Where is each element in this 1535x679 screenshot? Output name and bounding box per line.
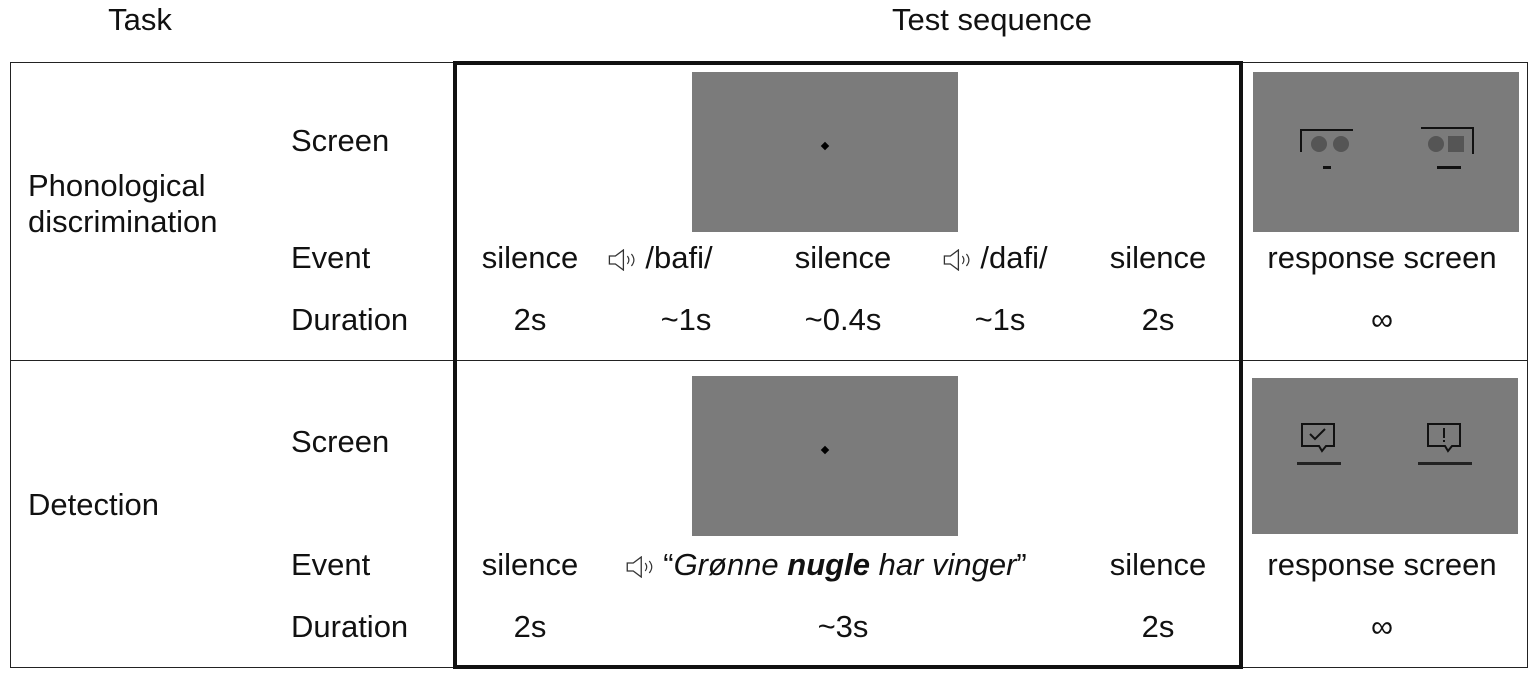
fixation-dot — [820, 445, 830, 455]
fixation-screen — [692, 72, 958, 232]
label-screen: Screen — [291, 123, 390, 158]
duration: 2s — [1141, 609, 1175, 644]
speaker-icon — [626, 555, 653, 578]
duration: ~1s — [660, 302, 712, 337]
task-detection: Detection — [28, 487, 159, 522]
label-duration: Duration — [291, 609, 409, 644]
header-task: Task — [108, 2, 172, 37]
label-screen: Screen — [291, 424, 390, 459]
duration: ~1s — [974, 302, 1026, 337]
event: silence — [481, 547, 579, 582]
event-sentence: “Grønne nugle har vinger” — [625, 549, 1027, 580]
speaker-icon — [608, 248, 635, 271]
duration: ~3s — [817, 609, 869, 644]
response-screen — [1252, 378, 1518, 534]
fixation-screen — [692, 376, 958, 536]
duration: 2s — [513, 609, 547, 644]
label-duration: Duration — [291, 302, 409, 337]
response-duration: ∞ — [1370, 302, 1394, 337]
duration: ~0.4s — [804, 302, 882, 337]
event: silence — [1109, 547, 1207, 582]
task-phonological: Phonological discrimination — [28, 168, 218, 239]
event-sound: /bafi/ — [607, 242, 713, 273]
event-sound: /dafi/ — [942, 242, 1048, 273]
row-divider — [10, 360, 1528, 361]
label-event: Event — [291, 240, 371, 275]
response-icons — [1300, 127, 1474, 169]
event: silence — [481, 240, 579, 275]
header-test-sequence: Test sequence — [892, 2, 1092, 37]
event: silence — [794, 240, 892, 275]
response-icons — [1297, 423, 1472, 465]
fixation-dot — [820, 141, 830, 151]
response-event: response screen — [1267, 547, 1497, 582]
response-event: response screen — [1267, 240, 1497, 275]
duration: 2s — [513, 302, 547, 337]
response-duration: ∞ — [1370, 609, 1394, 644]
label-event: Event — [291, 547, 371, 582]
duration: 2s — [1141, 302, 1175, 337]
event: silence — [1109, 240, 1207, 275]
speaker-icon — [943, 248, 970, 271]
test-sequence-box — [453, 61, 1243, 669]
response-screen — [1253, 72, 1519, 232]
